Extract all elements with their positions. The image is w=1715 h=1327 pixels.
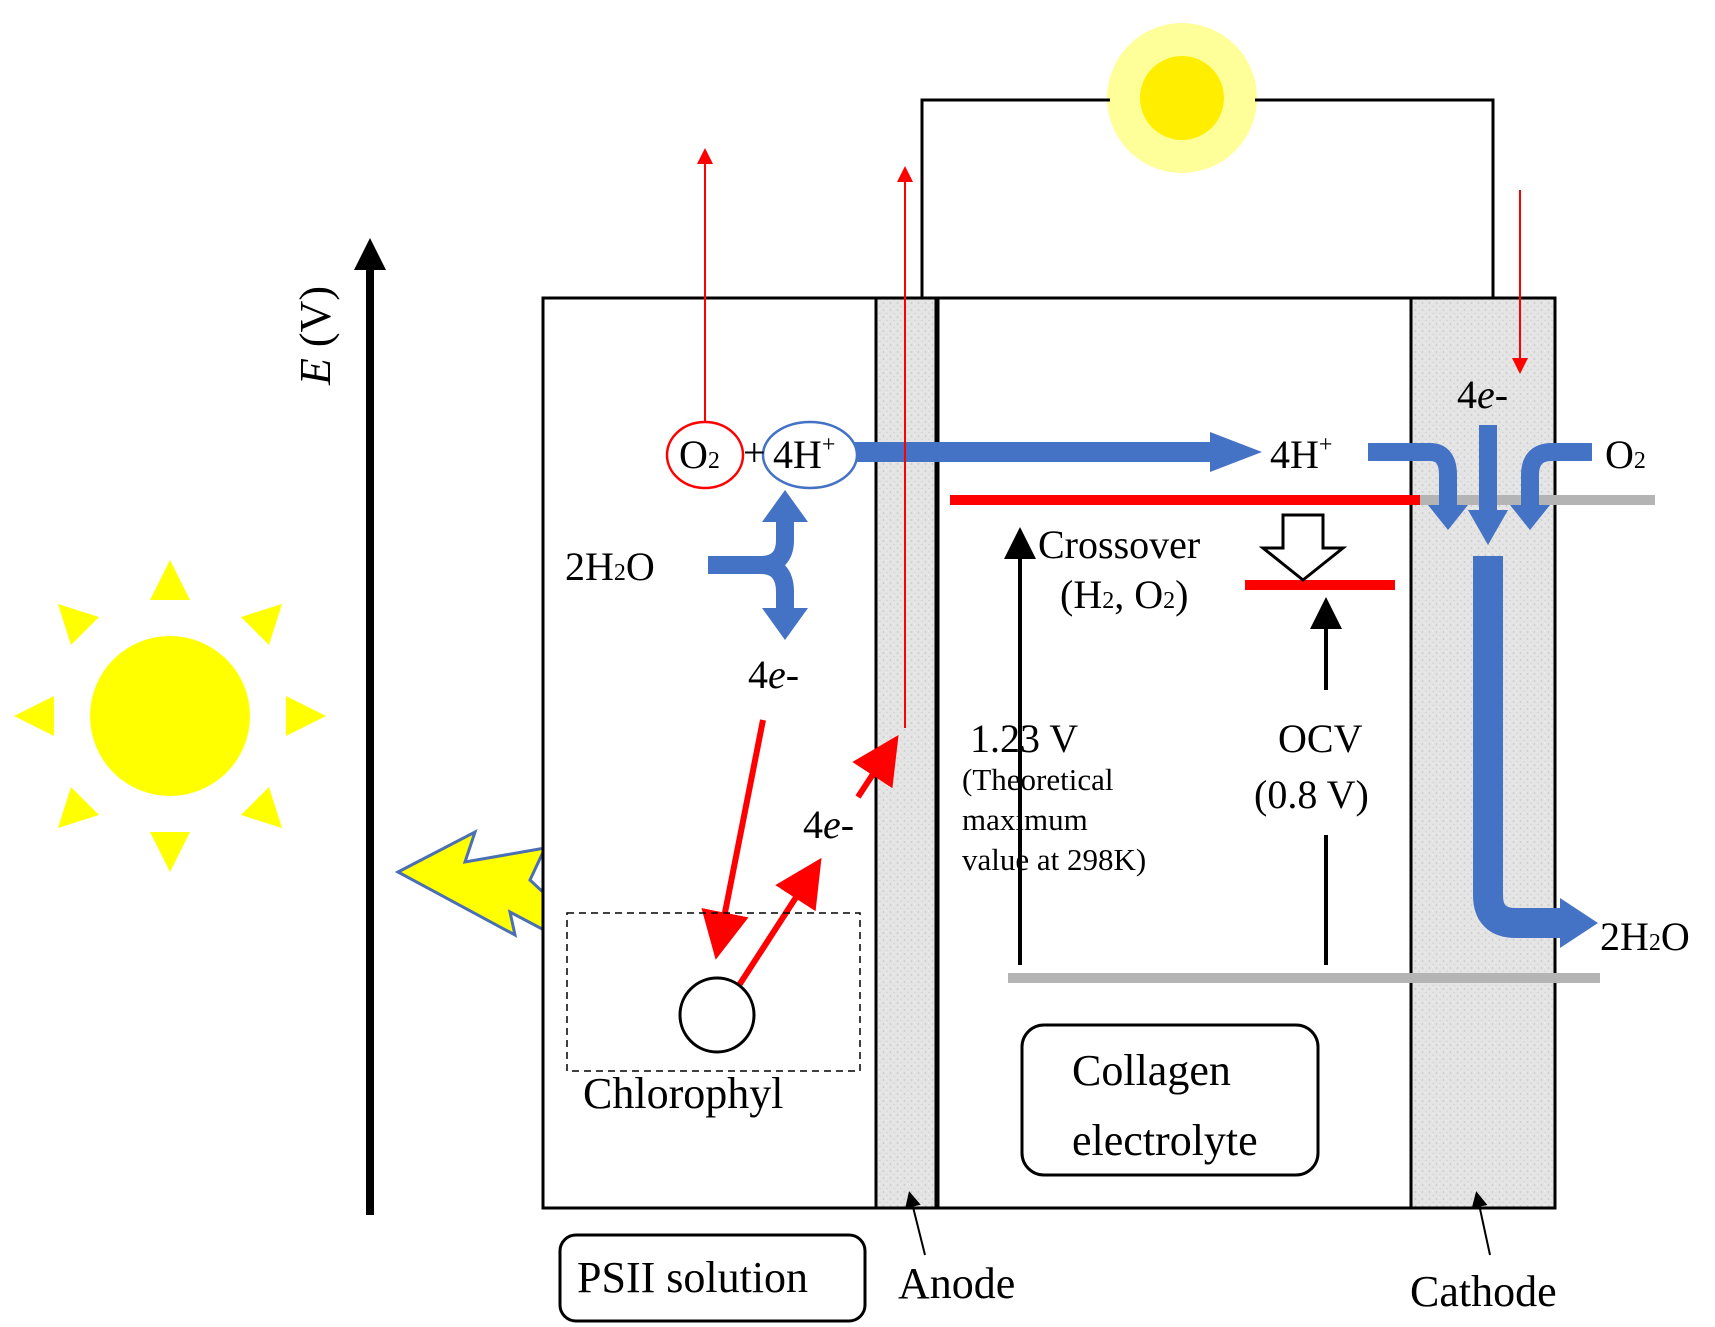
psii-solution-box — [558, 1233, 867, 1323]
water-split-arrow — [708, 520, 794, 612]
energy-axis: E (V) — [291, 238, 386, 1215]
ocv-value-label: (0.8 V) — [1254, 772, 1369, 817]
water-split-arrow-down-head — [762, 608, 808, 640]
cathode-pointer — [1471, 1191, 1491, 1256]
collagen-electrolyte-box — [1020, 1023, 1320, 1177]
h4-circle — [761, 420, 859, 490]
chlorophyl-molecule — [678, 976, 756, 1054]
o2-circle — [665, 420, 745, 490]
chlorophyl-region — [566, 912, 861, 1072]
water-in-label: 2H2O — [565, 544, 655, 589]
o2-left-label: O2 — [679, 432, 720, 477]
electron-to-chlorophyl-arrow — [701, 719, 766, 960]
psii-solution-label: PSII solution — [577, 1253, 808, 1302]
cathode-label: Cathode — [1410, 1267, 1557, 1316]
collagen-label-line-2: electrolyte — [1072, 1116, 1258, 1165]
crossover-gases-label: (H2, O2) — [1060, 572, 1188, 617]
ocv-label: OCV — [1278, 716, 1363, 761]
theoretical-note-line-2: maximum — [962, 802, 1088, 837]
collagen-label-line-1: Collagen — [1072, 1046, 1231, 1095]
crossover-label: Crossover — [1038, 522, 1200, 567]
crossover-arrow-icon — [1258, 513, 1348, 582]
electron-cathode-label: 4e- — [1457, 372, 1508, 417]
external-circuit-wire-right — [1255, 98, 1495, 298]
energy-axis-label: E (V) — [291, 286, 340, 386]
cathode-proton-bend-arrow — [1368, 443, 1468, 530]
plus-label: + — [743, 430, 766, 475]
external-circuit-wire — [920, 98, 1110, 298]
electron-to-anode-arrow — [852, 734, 899, 799]
o2-right-label: O2 — [1605, 432, 1646, 477]
water-out-label: 2H2O — [1600, 914, 1690, 959]
light-bulb-icon — [1107, 23, 1257, 173]
cathode-electron-down-arrow — [1468, 425, 1508, 545]
anode-label: Anode — [898, 1259, 1015, 1308]
electron-mid-label: 4e- — [748, 652, 799, 697]
water-out-arrow — [1473, 556, 1598, 948]
electron-low-label: 4e- — [803, 802, 854, 847]
chlorophyl-label: Chlorophyl — [583, 1069, 783, 1118]
h4-left-label: 4H+ — [773, 432, 835, 477]
anode-pointer — [905, 1191, 926, 1256]
water-split-arrow-up-head — [762, 490, 808, 522]
cathode-oxygen-bend-arrow — [1510, 443, 1592, 530]
proton-flow-arrow — [855, 432, 1262, 472]
theoretical-note-line-1: (Theoretical — [962, 762, 1113, 797]
h4-right-label: 4H+ — [1270, 432, 1332, 477]
theoretical-voltage-label: 1.23 V — [970, 716, 1078, 761]
theoretical-note-line-3: value at 298K) — [962, 842, 1146, 877]
sun-icon — [14, 560, 326, 872]
